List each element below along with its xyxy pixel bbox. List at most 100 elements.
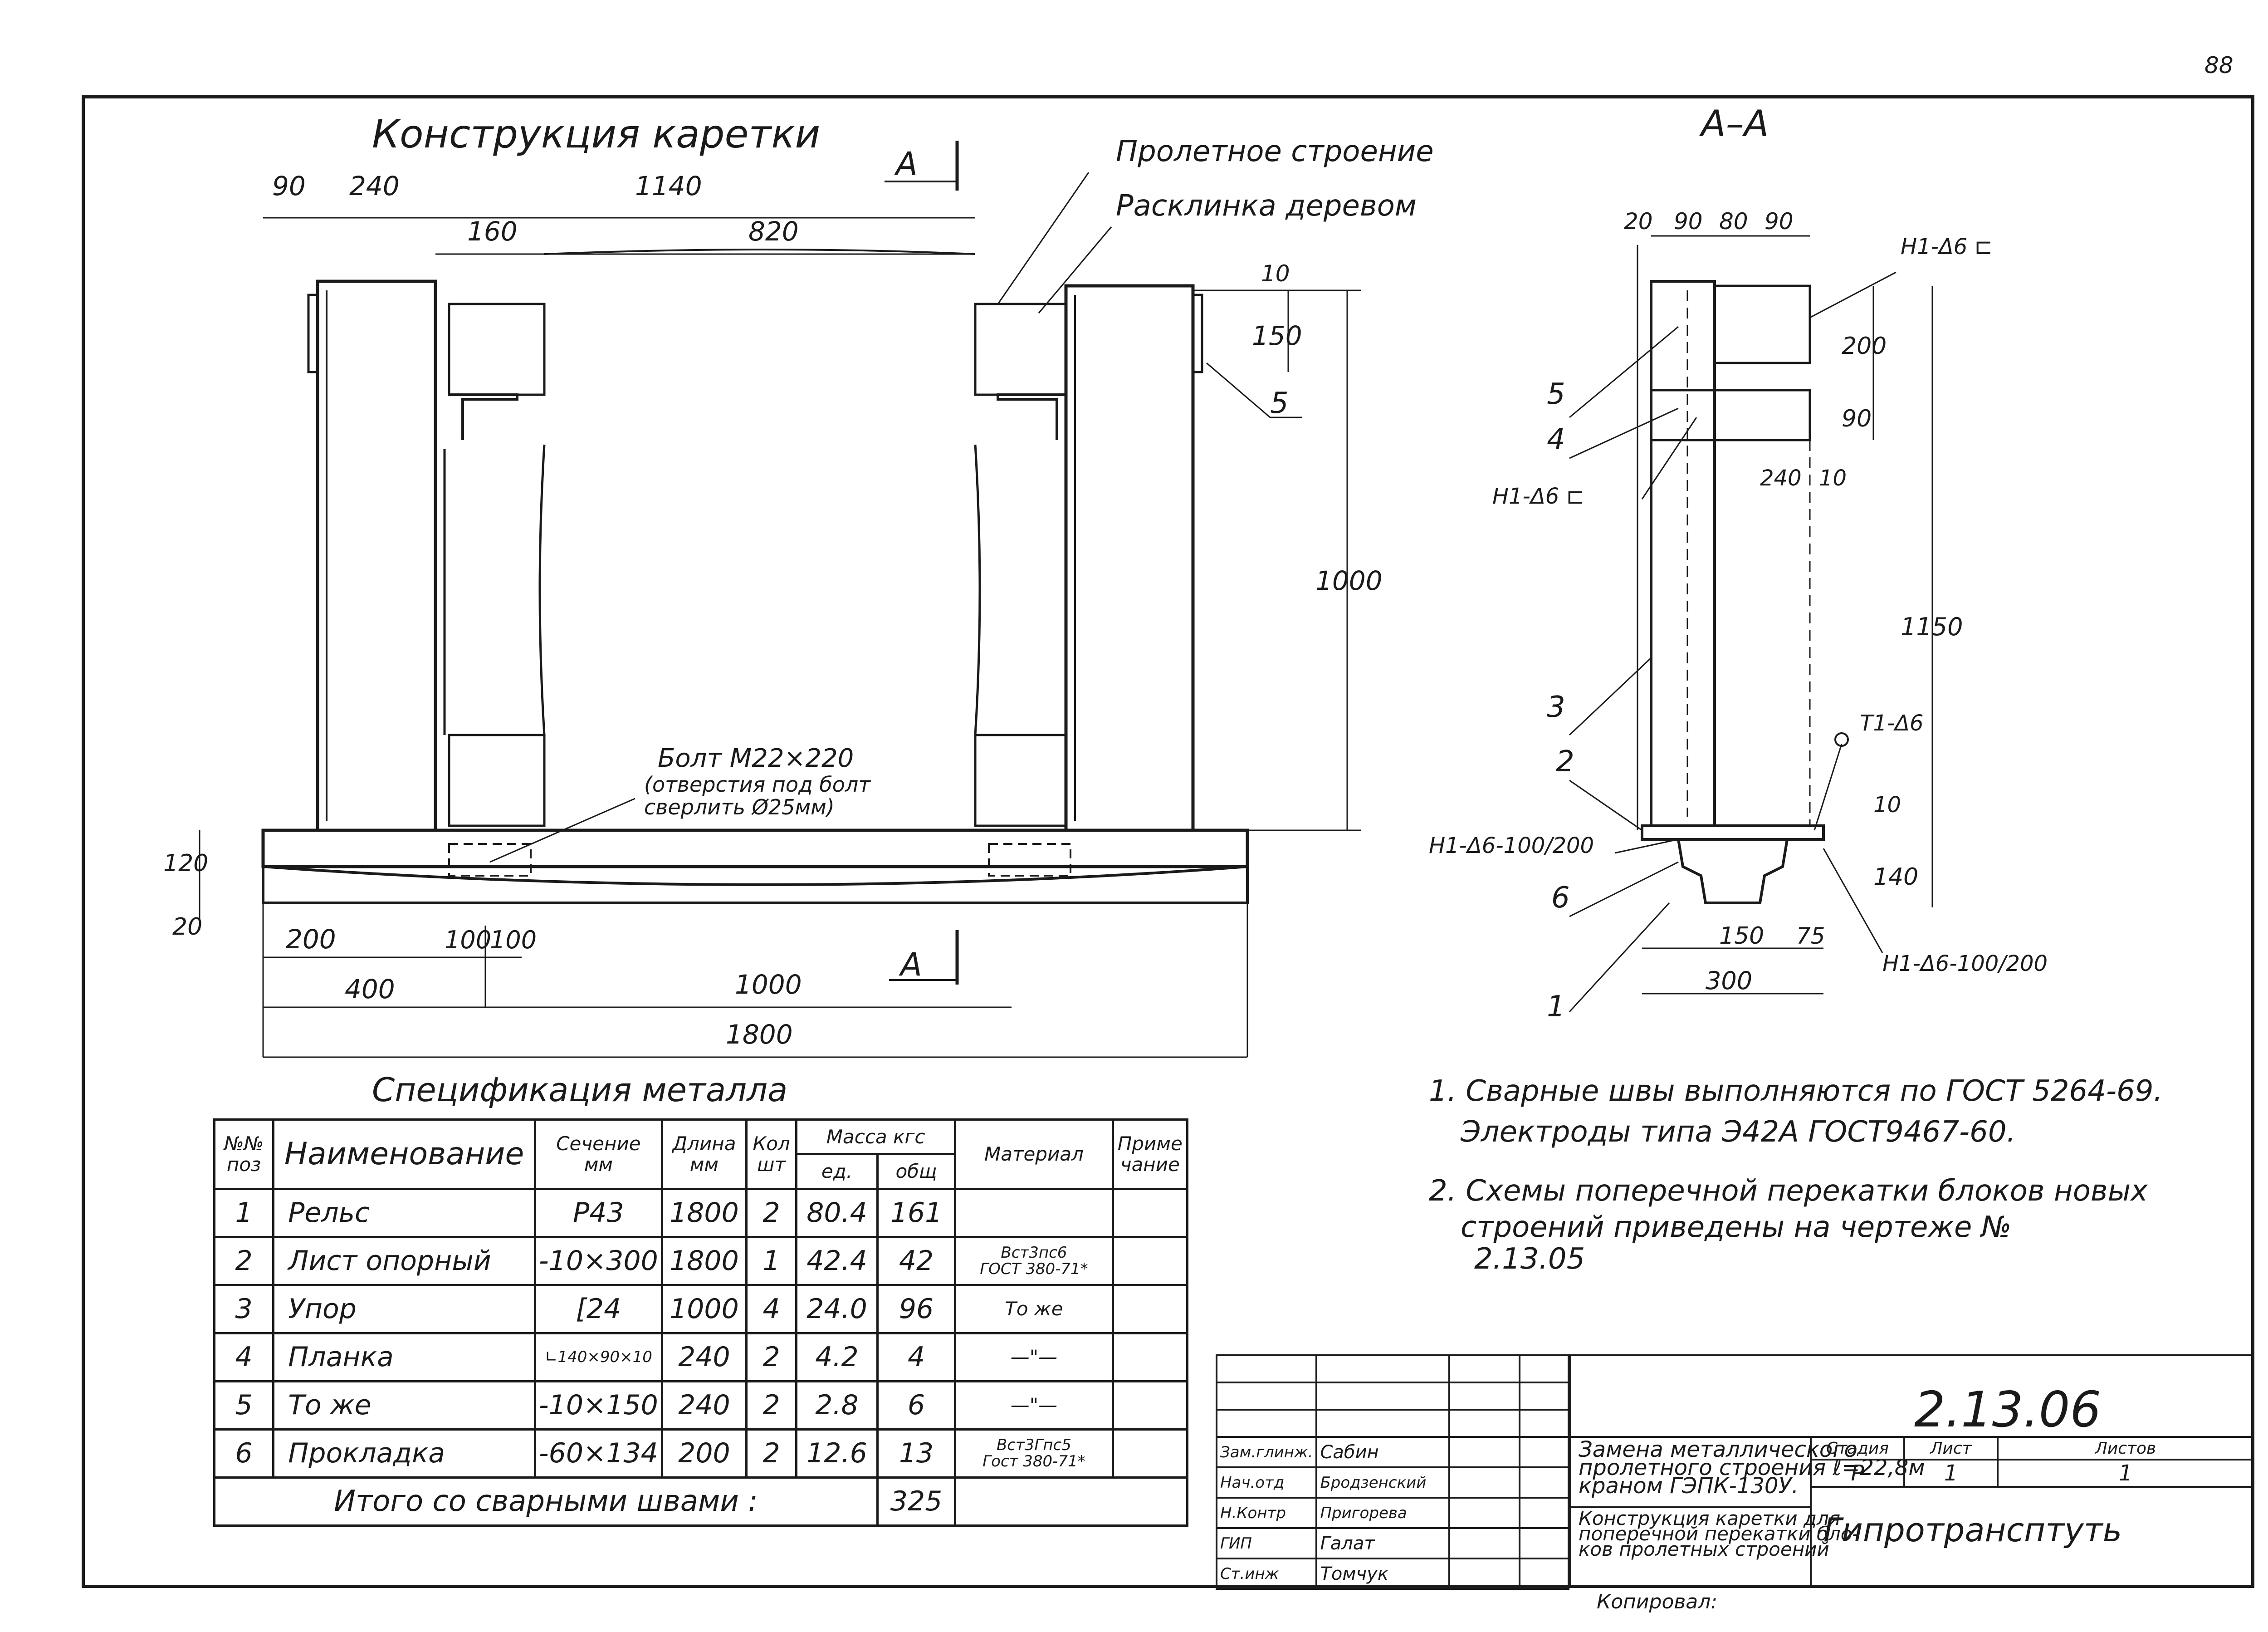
bolt-hole-left — [448, 843, 532, 877]
span-left — [538, 444, 546, 735]
title-main — [1569, 1354, 2254, 1588]
dim-400: 400 — [345, 974, 395, 1005]
notes: 1. Сварные швы выполняются по ГОСТ 5264-… — [1429, 1071, 2163, 1275]
note-1-line-1: 1. Сварные швы выполняются по ГОСТ 5264-… — [1429, 1074, 2163, 1108]
bolt-label-1: Болт М22×220 — [658, 744, 854, 773]
sec-dim-150: 150 — [1719, 922, 1764, 950]
section-leader-4 — [1569, 407, 1679, 459]
weld-right: Н1-Δ6-100/200 — [1882, 951, 2048, 976]
dim-1000-bottom: 1000 — [735, 969, 802, 1000]
plank-right — [997, 393, 1066, 440]
sec-dim-90c: 90 — [1842, 405, 1872, 432]
sec-dim-140: 140 — [1873, 863, 1918, 891]
section-leader-6 — [1569, 861, 1679, 917]
organisation: Гипротрансптуть — [1823, 1511, 2122, 1549]
dim-1800: 1800 — [726, 1019, 793, 1050]
weld-mid: Н1-Δ6 ⊏ — [1492, 484, 1584, 509]
section-post — [1650, 280, 1716, 827]
sec-dim-240: 240 — [1760, 466, 1802, 491]
dim-100-b: 100 — [490, 926, 537, 954]
plank-left — [449, 393, 518, 440]
note-2-line-3: 2.13.05 — [1474, 1242, 1585, 1276]
section-strip — [1650, 389, 1811, 441]
note-2-line-2: строений приведены на чертеже № — [1461, 1211, 2012, 1244]
main-part-5: 5 — [1270, 387, 1289, 420]
sec-dim-90a: 90 — [1674, 208, 1703, 235]
section-leader-weld-right — [1823, 848, 1883, 953]
stage-table: Стадия Лист Листов Р 1 1 — [1810, 1436, 2254, 1488]
stage-label: Стадия — [1810, 1436, 1905, 1460]
sec-dim-200: 200 — [1842, 333, 1887, 360]
span-right — [974, 444, 981, 735]
sec-dim-10b: 10 — [1873, 792, 1901, 818]
weld-left: Н1-Δ6-100/200 — [1429, 833, 1594, 858]
span-leader — [997, 172, 1090, 304]
section-leader-3 — [1569, 657, 1652, 736]
sec-dim-80: 80 — [1719, 208, 1748, 235]
spec-total-label: Итого со сварными швами : — [213, 1476, 879, 1527]
sec-part-4: 4 — [1547, 423, 1565, 456]
dim-150: 150 — [1252, 320, 1302, 351]
col-mass-header: Масса кгс — [795, 1118, 957, 1156]
sheet-label: Лист — [1903, 1436, 1999, 1460]
bolt-label-3: сверлить Ø25мм) — [644, 795, 835, 819]
spec-total-row: Итого со сварными швами : 325 — [213, 1476, 1188, 1527]
weld-t1: Т1-Δ6 — [1860, 711, 1924, 736]
section-leader-weld-mid — [1641, 417, 1697, 500]
sec-part-6: 6 — [1551, 881, 1570, 915]
section-leader-2 — [1569, 779, 1642, 831]
bolt-label-2: (отверстия под болт — [644, 772, 871, 797]
sec-dim-90b: 90 — [1765, 208, 1794, 235]
page-number: 88 — [2204, 52, 2234, 78]
dim-820: 820 — [748, 216, 799, 247]
section-leader-weld-top — [1809, 271, 1897, 319]
sheets-label: Листов — [1997, 1436, 2254, 1460]
wedge-bottom-right — [974, 734, 1067, 827]
sec-dim-300: 300 — [1706, 966, 1752, 995]
section-title: А–А — [1699, 103, 1769, 145]
section-leader-t1 — [1813, 744, 1843, 831]
note-2-line-1: 2. Схемы поперечной перекатки блоков нов… — [1429, 1174, 2148, 1208]
drawing-frame — [82, 95, 2254, 1588]
sec-dim-75: 75 — [1796, 923, 1825, 949]
bolt-hole-right — [988, 843, 1071, 877]
sec-part-2: 2 — [1556, 745, 1574, 779]
col-material-header: Материал — [954, 1118, 1114, 1190]
section-leader-5 — [1569, 326, 1679, 418]
main-view-title: Конструкция каретки — [372, 112, 820, 157]
sheet-code: 2.13.06 — [1914, 1382, 2102, 1438]
wedge-bottom-left — [448, 734, 546, 827]
section-mark-a-top: А — [894, 145, 918, 182]
right-post-stub — [1192, 294, 1203, 373]
sec-part-3: 3 — [1547, 691, 1565, 724]
section-mark-a-bottom: А — [899, 946, 922, 983]
dim-90: 90 — [272, 171, 306, 201]
spec-title: Спецификация металла — [372, 1071, 788, 1109]
weld-top: Н1-Δ6 ⊏ — [1901, 234, 1993, 260]
dim-120: 120 — [163, 850, 208, 877]
rail — [262, 865, 1249, 904]
dim-20: 20 — [172, 913, 202, 941]
col-mass-total: общ — [876, 1153, 957, 1190]
span-top — [544, 249, 976, 255]
sec-part-1: 1 — [1547, 990, 1565, 1024]
dim-1140: 1140 — [635, 171, 702, 201]
left-post-stub — [307, 294, 319, 373]
col-name-header: Наименование — [272, 1118, 536, 1190]
dim-160: 160 — [467, 216, 518, 247]
